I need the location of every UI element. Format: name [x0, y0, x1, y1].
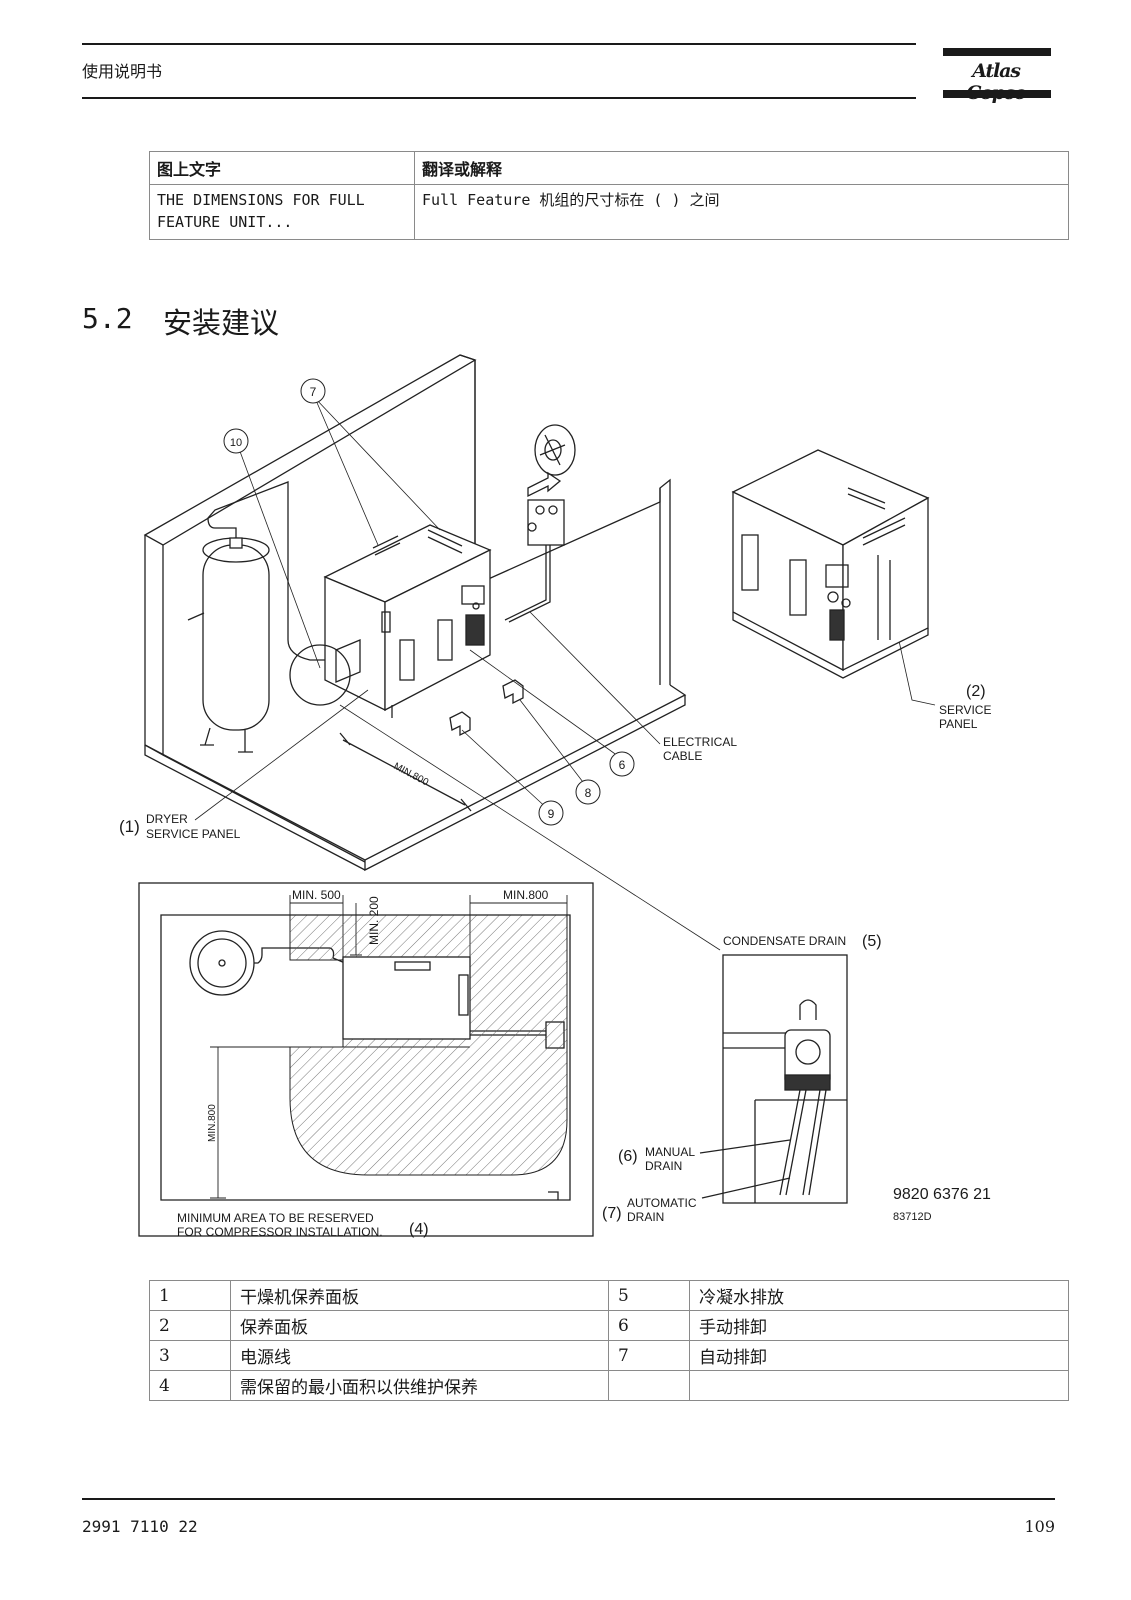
- legend-num: 2: [149, 1310, 231, 1341]
- callout-10: 10: [223, 428, 249, 454]
- legend-row: 3 电源线 7 自动排卸: [149, 1340, 1069, 1371]
- air-flow-arrow-1: [449, 711, 471, 737]
- footer-doc-code: 2991 7110 22: [82, 1517, 198, 1536]
- condensate-drain-number: (5): [862, 933, 882, 950]
- service-panel-label-2: PANEL: [939, 717, 978, 731]
- air-receiver-tank: [187, 481, 325, 753]
- dryer-service-panel-label-2: SERVICE PANEL: [146, 827, 241, 841]
- legend-text: 干燥机保养面板: [230, 1280, 609, 1311]
- reserved-area-hatch: [289, 914, 568, 1176]
- logo-top-bar: [943, 48, 1051, 56]
- room-walls: [143, 354, 687, 872]
- plan-min800-left-label: MIN.800: [207, 1104, 218, 1142]
- term-line-1: THE DIMENSIONS FOR FULL: [157, 191, 365, 209]
- legend-num: 5: [608, 1280, 690, 1311]
- electrical-box: [504, 499, 565, 623]
- term-table: 图上文字 翻译或解释 THE DIMENSIONS FOR FULL FEATU…: [149, 151, 1069, 240]
- callout-6: 6: [609, 751, 635, 777]
- manual-drain-label-1: MANUAL: [645, 1145, 695, 1159]
- dryer-service-panel-label-1: DRYER: [146, 812, 188, 826]
- page-number: 109: [1024, 1517, 1055, 1536]
- legend-num: 6: [608, 1310, 690, 1341]
- legend-num: [608, 1370, 690, 1401]
- svg-text:9: 9: [548, 807, 555, 821]
- condensate-drain-detail: [699, 954, 848, 1204]
- legend-text: [689, 1370, 1069, 1401]
- callout-9: 9: [538, 800, 564, 826]
- header-top-rule: [82, 43, 916, 45]
- min800-dimension-line: [339, 732, 472, 812]
- service-panel-number: (2): [966, 683, 986, 700]
- min-area-number: (4): [409, 1221, 429, 1238]
- section-title: 安装建议: [163, 306, 280, 340]
- svg-text:10: 10: [230, 437, 242, 449]
- legend-num: 1: [149, 1280, 231, 1311]
- min-area-label-2: FOR COMPRESSOR INSTALLATION.: [177, 1225, 383, 1239]
- automatic-drain-label-2: DRAIN: [627, 1210, 664, 1224]
- term-table-header-original: 图上文字: [149, 151, 415, 185]
- plan-min500-label: MIN. 500: [292, 888, 341, 902]
- service-panel-unit: [731, 449, 930, 679]
- legend-text: 电源线: [230, 1340, 609, 1371]
- svg-text:8: 8: [585, 786, 592, 800]
- manual-drain-label-2: DRAIN: [645, 1159, 682, 1173]
- manual-drain-number: (6): [618, 1148, 638, 1165]
- section-number: 5.2: [82, 302, 133, 335]
- footer-rule: [82, 1498, 1055, 1500]
- drawing-code: 83712D: [893, 1211, 932, 1223]
- legend-text: 冷凝水排放: [689, 1280, 1069, 1311]
- legend-text: 自动排卸: [689, 1340, 1069, 1371]
- automatic-drain-label-1: AUTOMATIC: [627, 1196, 697, 1210]
- ventilation-fan: [527, 424, 576, 498]
- compressor-unit: [323, 524, 492, 718]
- condensate-drain-label: CONDENSATE DRAIN: [723, 934, 846, 948]
- min-area-label-1: MINIMUM AREA TO BE RESERVED: [177, 1211, 374, 1225]
- legend-num: 7: [608, 1340, 690, 1371]
- header-title: 使用说明书: [82, 62, 163, 81]
- drain-highlight-circle: [289, 644, 351, 706]
- header-bottom-rule: [82, 97, 916, 99]
- legend-text: 手动排卸: [689, 1310, 1069, 1341]
- automatic-drain-number: (7): [602, 1205, 622, 1222]
- callout-8: 8: [575, 779, 601, 805]
- term-line-2: FEATURE UNIT...: [157, 213, 293, 231]
- plan-min800-top-label: MIN.800: [503, 888, 549, 902]
- document-number: 9820 6376 21: [893, 1186, 991, 1203]
- service-panel-label-1: SERVICE: [939, 703, 991, 717]
- dryer-service-panel-number: (1): [119, 817, 140, 836]
- term-table-translation-text: Full Feature 机组的尺寸标在 ( ) 之间: [414, 184, 1069, 240]
- legend-table: 1 干燥机保养面板 5 冷凝水排放 2 保养面板 6 手动排卸 3 电源线 7 …: [149, 1280, 1069, 1401]
- electrical-cable-label-2: CABLE: [663, 749, 702, 763]
- legend-row: 1 干燥机保养面板 5 冷凝水排放: [149, 1280, 1069, 1311]
- callout-7: 7: [300, 378, 326, 404]
- legend-text: 保养面板: [230, 1310, 609, 1341]
- logo-bottom-bar: [943, 90, 1051, 98]
- electrical-cable-label-1: ELECTRICAL: [663, 735, 737, 749]
- svg-text:7: 7: [310, 385, 317, 399]
- plan-min200-label: MIN. 200: [367, 896, 381, 945]
- min800-diagonal-label: MIN.800: [392, 761, 431, 789]
- term-table-original-text: THE DIMENSIONS FOR FULL FEATURE UNIT...: [149, 184, 415, 240]
- svg-text:6: 6: [619, 758, 626, 772]
- legend-num: 4: [149, 1370, 231, 1401]
- air-flow-arrow-2: [502, 679, 524, 705]
- legend-text: 需保留的最小面积以供维护保养: [230, 1370, 609, 1401]
- legend-num: 3: [149, 1340, 231, 1371]
- legend-row: 4 需保留的最小面积以供维护保养: [149, 1370, 1069, 1401]
- legend-row: 2 保养面板 6 手动排卸: [149, 1310, 1069, 1341]
